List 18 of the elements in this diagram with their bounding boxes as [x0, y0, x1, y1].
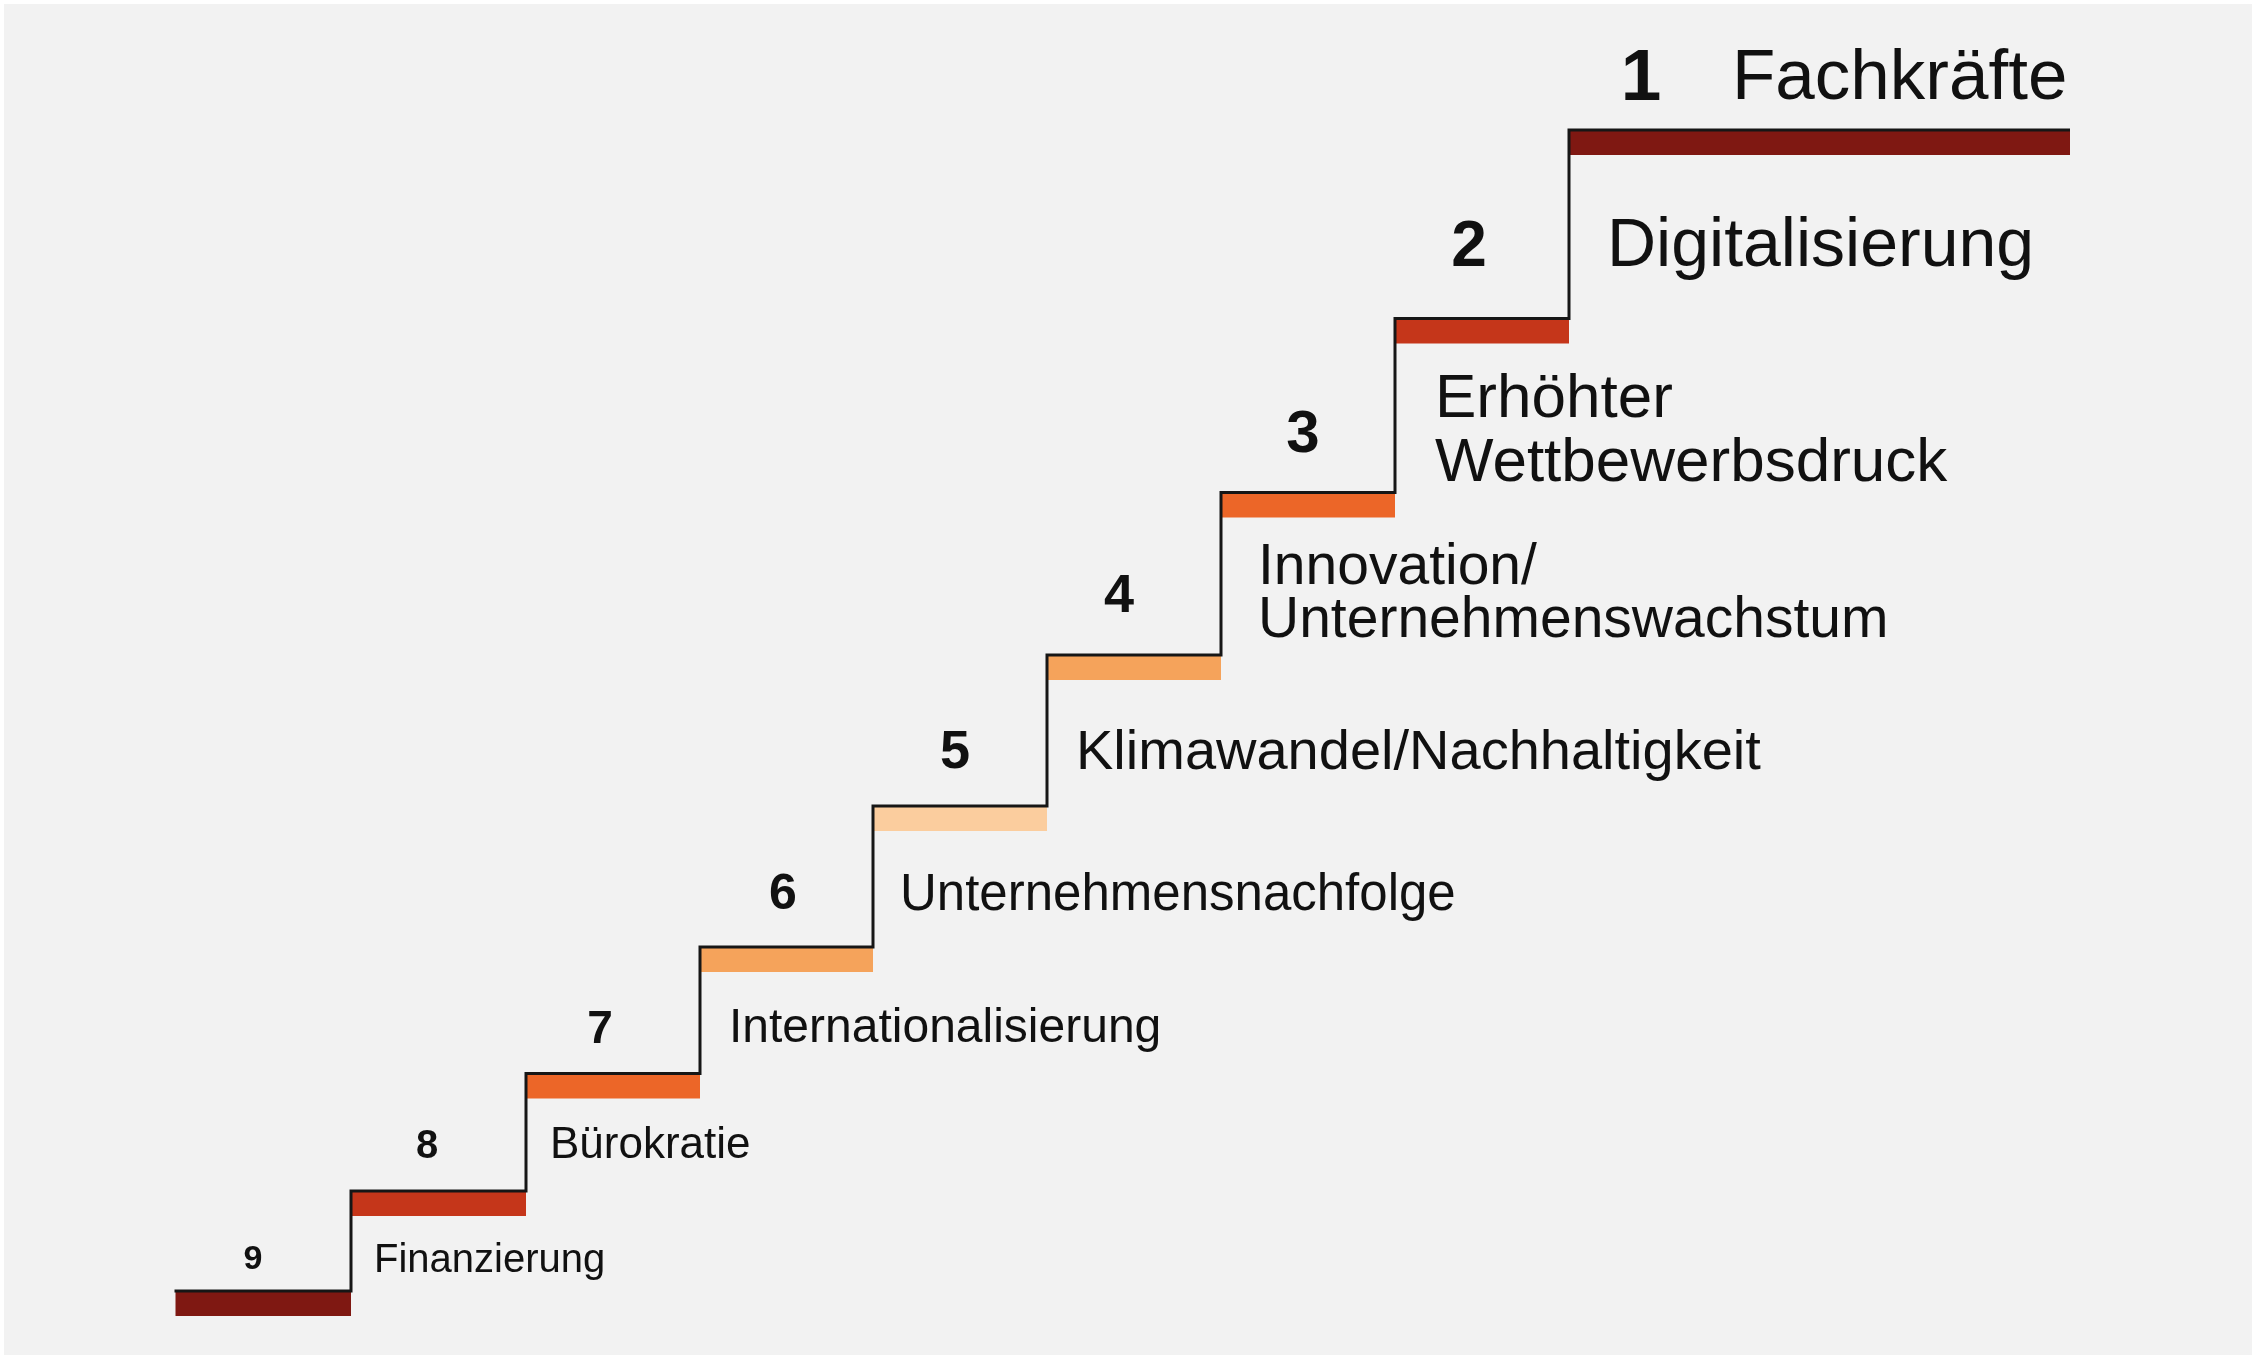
rank-number: 6 [769, 864, 797, 922]
step-label: Klimawandel/Nachhaltigkeit [1076, 717, 1761, 782]
rank-number: 4 [1104, 562, 1134, 625]
step-label: Bürokratie [550, 1117, 751, 1169]
rank-number: 9 [243, 1237, 263, 1277]
step-label: Finanzierung [374, 1235, 606, 1282]
step-label: Fachkräfte [1732, 34, 2068, 117]
step-label: Internationalisierung [729, 997, 1162, 1053]
rank-number: 2 [1451, 206, 1487, 281]
step-label: Erhöhter Wettbewerbsdruck [1435, 363, 1948, 492]
rank-number: 8 [415, 1121, 439, 1168]
rank-number: 7 [587, 1000, 613, 1054]
rank-number: 1 [1620, 32, 1662, 117]
step-label: Digitalisierung [1607, 203, 2035, 282]
step-label: Innovation/ Unternehmenswachstum [1258, 537, 1889, 644]
step-label: Unternehmensnachfolge [900, 862, 1456, 922]
rank-number: 5 [940, 718, 970, 781]
rank-number: 3 [1286, 396, 1320, 466]
